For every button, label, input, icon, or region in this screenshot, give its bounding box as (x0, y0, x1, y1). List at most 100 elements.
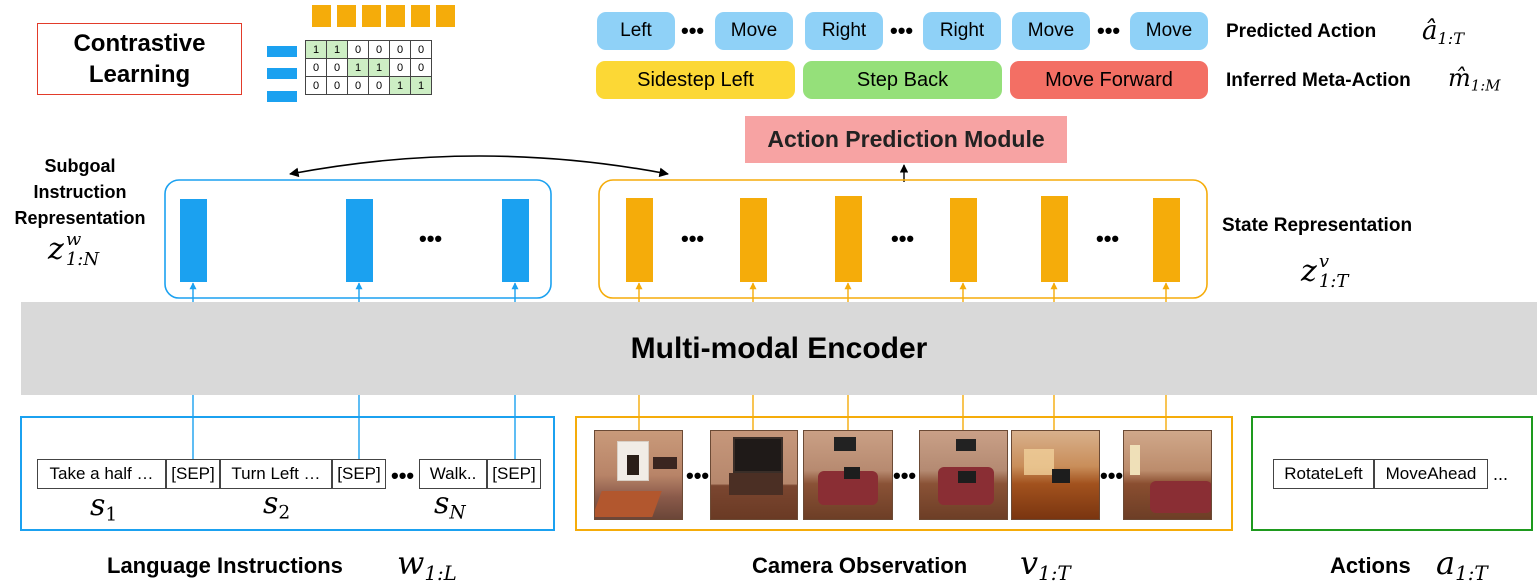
contrastive-arrow (289, 155, 669, 178)
table (653, 457, 677, 469)
camera-frame (919, 430, 1008, 520)
predicted-action-pill: Left (597, 12, 675, 50)
ellipsis: ••• (391, 463, 415, 488)
action-token: MoveAhead (1374, 459, 1488, 489)
window-light (1024, 449, 1054, 475)
matrix-cell: 1 (368, 58, 390, 77)
subgoal-token-bar (346, 199, 373, 282)
state-token-bar (1153, 198, 1180, 282)
subgoal-label-line: Instruction (33, 182, 127, 202)
meta-action-sidestep-left: Sidestep Left (596, 61, 795, 99)
multimodal-encoder: Multi-modal Encoder (21, 302, 1537, 395)
actions-label: Actions (1330, 553, 1411, 578)
symbol-subscript: 1:T (1455, 561, 1488, 582)
ellipsis: ••• (1097, 18, 1121, 43)
sofa (1150, 481, 1211, 513)
predicted-action-pill: Right (923, 12, 1001, 50)
symbol-base: z (48, 232, 64, 267)
lamp (1130, 445, 1140, 475)
predicted-action-pill: Move (1012, 12, 1090, 50)
sep-token: [SEP] (166, 459, 220, 489)
state-token-bar (337, 5, 356, 27)
symbol-subscript: 1:T (1437, 28, 1464, 48)
matrix-cell: 1 (305, 40, 327, 59)
ellipsis: ••• (681, 18, 705, 43)
state-token-bar (411, 5, 430, 27)
tv (733, 437, 783, 473)
symbol-subscript: 1 (105, 504, 118, 526)
contrastive-learning-line2: Learning (88, 61, 191, 88)
language-symbol: w1:L (397, 544, 457, 582)
state-representation-label: State Representation (1222, 215, 1413, 236)
symbol-base: m̂ (1448, 64, 1471, 92)
state-token-bar (312, 5, 331, 27)
subgoal-representation-box (164, 179, 552, 299)
instruction-token-dash (267, 68, 297, 79)
symbol-subscript: 1:T (1318, 271, 1349, 292)
matrix-cell: 1 (326, 40, 348, 59)
similarity-matrix: 1 1 0 0 0 0 0 0 1 1 0 0 0 0 0 0 1 1 (305, 40, 432, 95)
camera-frame (1123, 430, 1212, 520)
language-instructions-box (20, 416, 555, 531)
instruction-token: Walk.. (419, 459, 487, 489)
state-token-bar (362, 5, 381, 27)
tv (834, 437, 856, 451)
camera-observation-box (575, 416, 1233, 531)
ellipsis: ••• (893, 463, 917, 488)
state-token-bar (386, 5, 405, 27)
state-token-bar (436, 5, 455, 27)
symbol-base: a (1436, 544, 1456, 582)
state-representation-box (598, 179, 1208, 299)
instruction-token-dash (267, 46, 297, 57)
symbol-base: s (90, 488, 106, 523)
matrix-row: 0 0 1 1 0 0 (305, 58, 432, 77)
instruction-token: Take a half … (37, 459, 166, 489)
predicted-action-pill: Move (1130, 12, 1208, 50)
symbol-base: â (1422, 16, 1438, 46)
actions-symbol: a1:T (1436, 544, 1488, 582)
state-token-bar (626, 198, 653, 282)
camera-symbol: v1:T (1020, 544, 1071, 582)
predicted-action-pill: Move (715, 12, 793, 50)
ellipsis: ••• (681, 226, 705, 251)
laptop (958, 471, 976, 483)
laptop (844, 467, 860, 479)
subgoal-s1: s1 (90, 488, 117, 526)
predicted-action-symbol: â1:T (1422, 16, 1464, 48)
matrix-cell: 1 (410, 76, 432, 95)
ellipsis: ••• (1100, 463, 1124, 488)
actions-box (1251, 416, 1533, 531)
state-token-bar (1041, 196, 1068, 282)
state-token-bar (950, 198, 977, 282)
tv (956, 439, 976, 451)
symbol-base: s (263, 486, 279, 521)
action-prediction-module: Action Prediction Module (745, 116, 1067, 163)
tv-stand (729, 473, 783, 495)
symbol-subscript: 1:M (1470, 76, 1501, 95)
ellipsis: ••• (891, 226, 915, 251)
instruction-token-dash (267, 91, 297, 102)
camera-frame (710, 430, 798, 520)
subgoal-s2: s2 (263, 486, 290, 524)
sep-token: [SEP] (487, 459, 541, 489)
inferred-meta-action-label: Inferred Meta-Action (1226, 70, 1411, 91)
symbol-base: s (434, 486, 450, 521)
subgoal-token-bar (180, 199, 207, 282)
contrastive-learning-line1: Contrastive (73, 30, 206, 57)
sep-token: [SEP] (332, 459, 386, 489)
symbol-base: z (1301, 254, 1317, 289)
symbol-subscript: 1:T (1038, 561, 1071, 582)
symbol-subscript: N (449, 502, 466, 524)
inferred-meta-action-symbol: m̂1:M (1448, 64, 1500, 94)
state-token-bar (740, 198, 767, 282)
subgoal-representation-label: Subgoal Instruction Representation (0, 153, 160, 231)
matrix-row: 0 0 0 0 1 1 (305, 76, 432, 95)
contrastive-learning-box: Contrastive Learning (37, 23, 242, 95)
matrix-row: 1 1 0 0 0 0 (305, 40, 432, 59)
fireplace-opening (627, 455, 639, 475)
camera-observation-label: Camera Observation (752, 553, 968, 578)
meta-action-step-back: Step Back (803, 61, 1002, 99)
language-instructions-label: Language Instructions (107, 553, 343, 578)
